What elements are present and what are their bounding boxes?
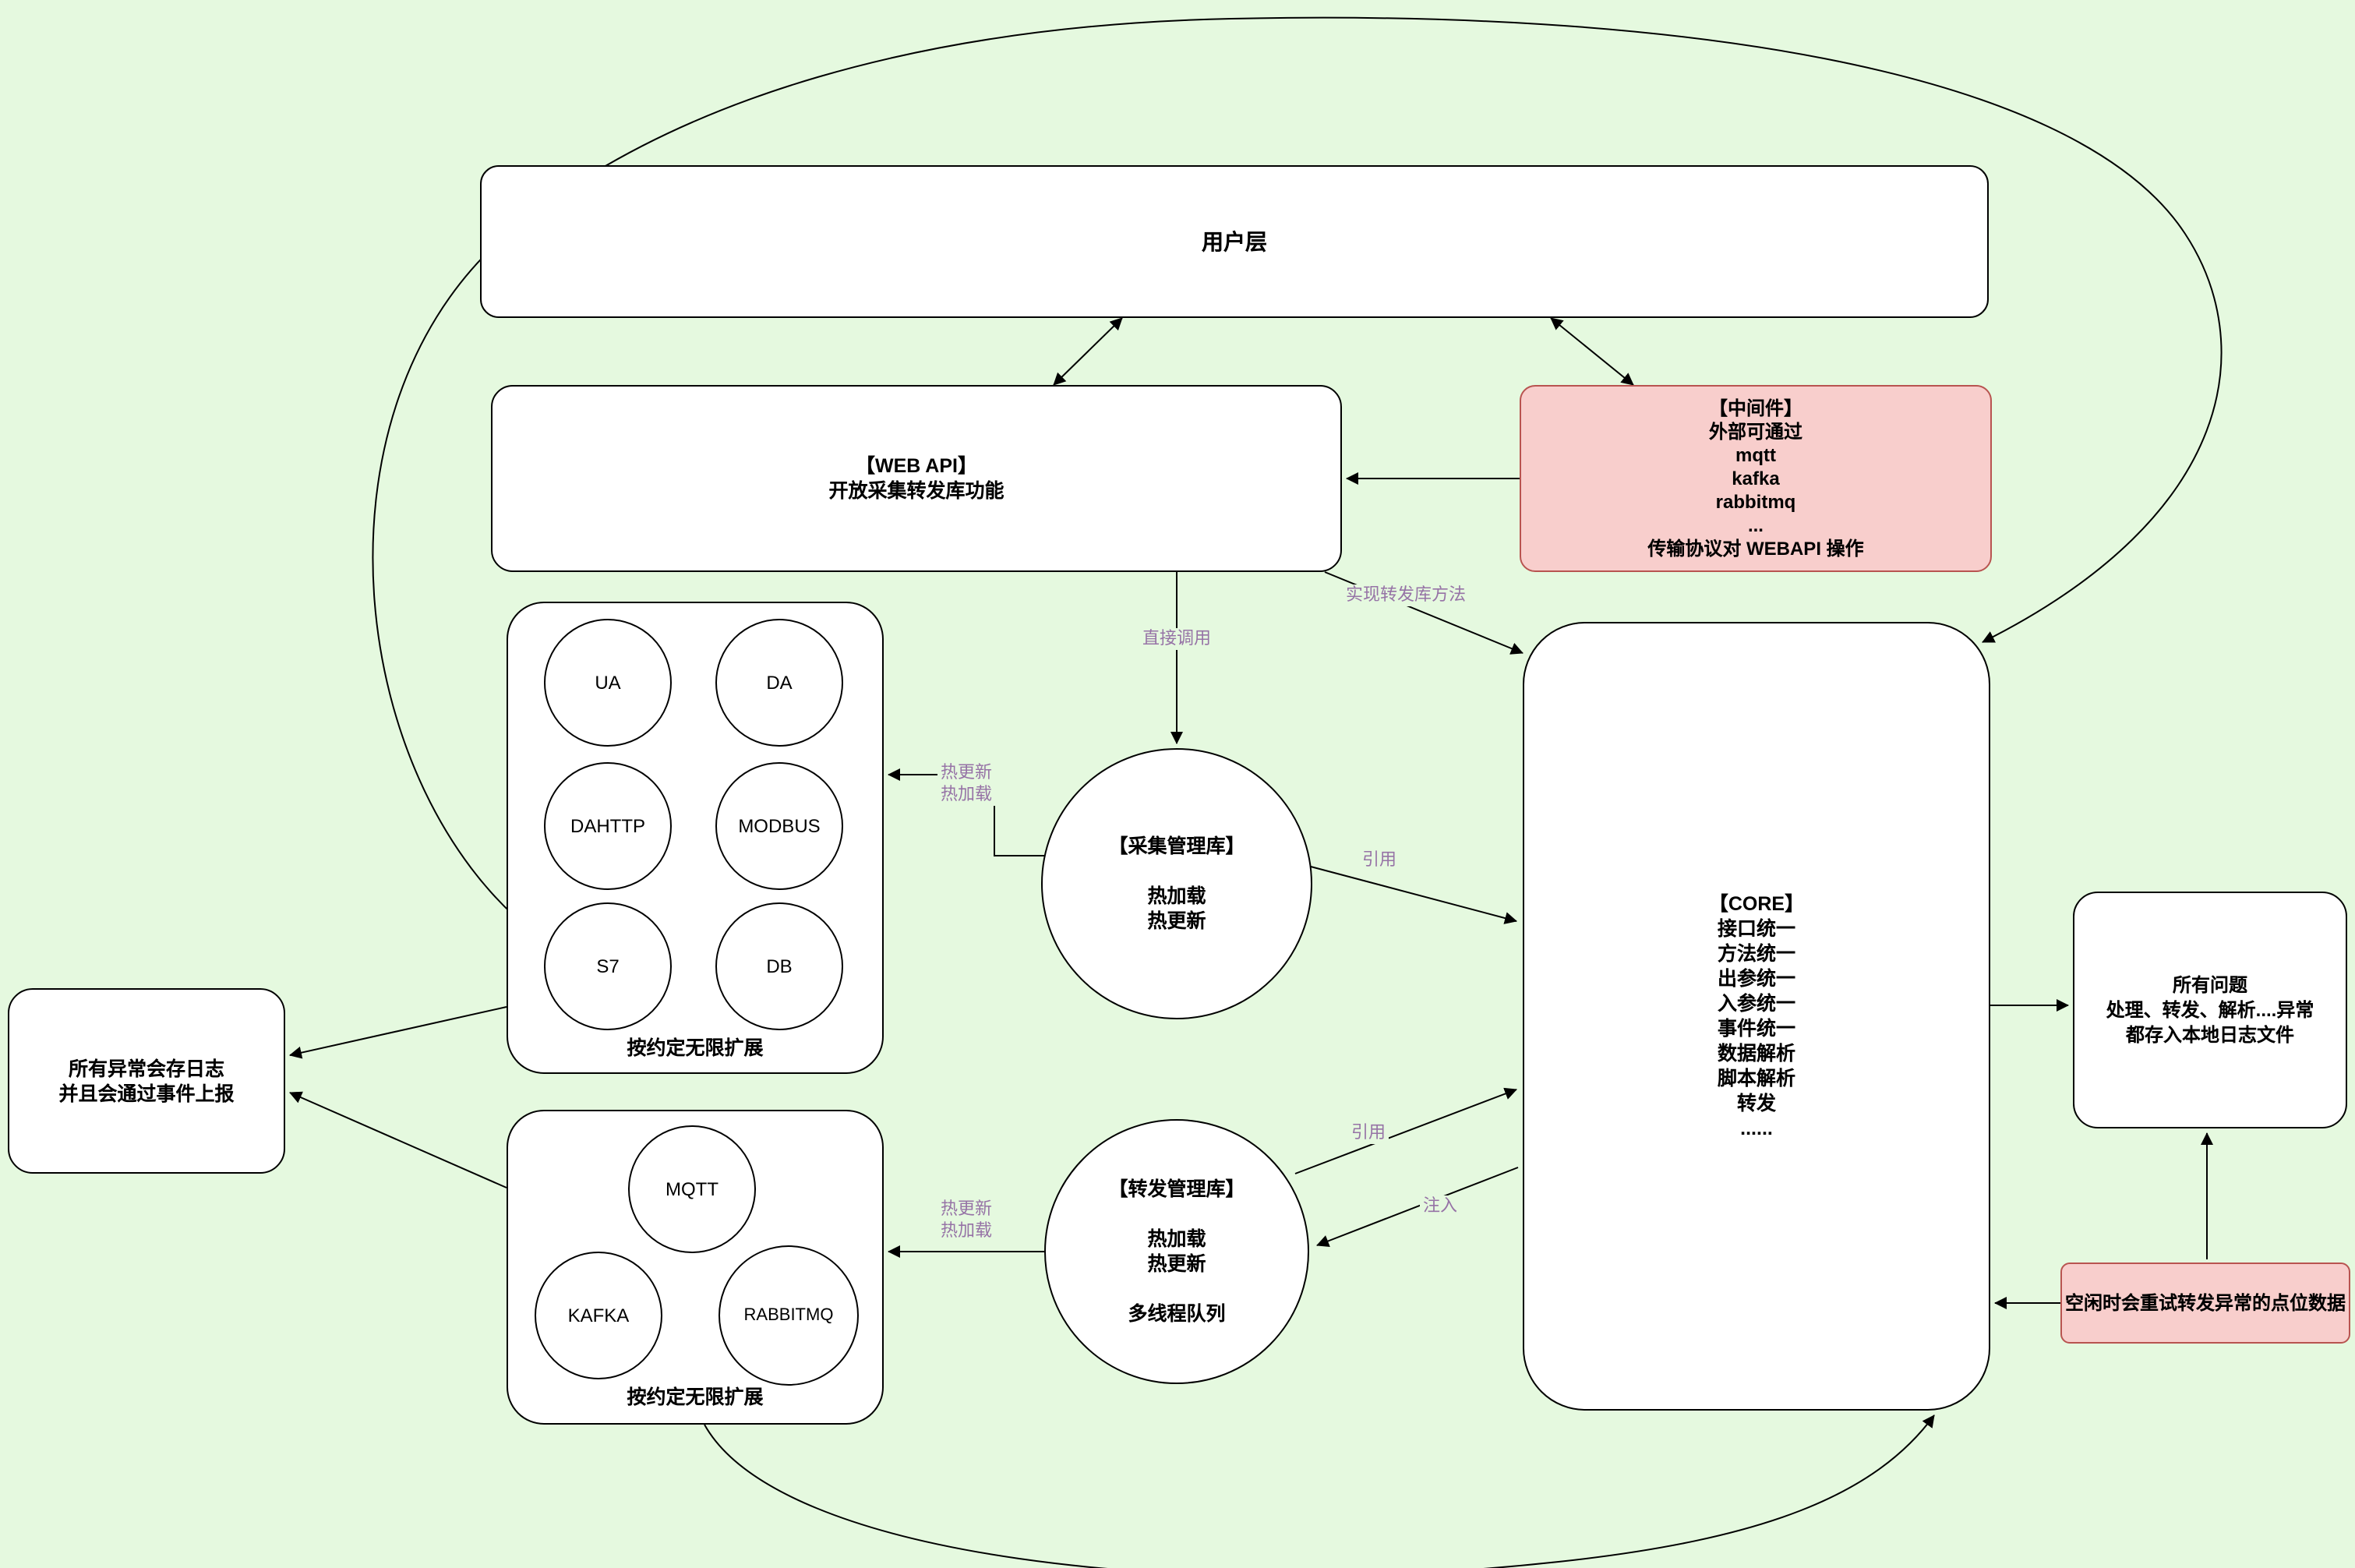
arrow-forwardlib-core (1294, 1087, 1517, 1174)
plugin-label: RABBITMQ (743, 1306, 834, 1325)
plugin-circle-db: DB (715, 902, 843, 1030)
arrow-core-forwardlib (1316, 1167, 1519, 1248)
edge-label-ref-forward: 引用 (1348, 1122, 1389, 1144)
edge-label-hot-forward: 热更新 热加载 (937, 1199, 995, 1242)
core-line: 出参统一 (1717, 968, 1795, 990)
middleware-line: mqtt (1735, 443, 1776, 465)
plugin-label: KAFKA (567, 1305, 630, 1326)
plugin-circle-da: DA (715, 619, 843, 747)
forward-lib-line: 【转发管理库】 (1108, 1178, 1245, 1200)
edge-label-hot-collect: 热更新 热加载 (937, 762, 995, 806)
collect-lib-line: 【采集管理库】 (1108, 835, 1245, 857)
middleware-line: 传输协议对 WEBAPI 操作 (1647, 537, 1864, 559)
core-line: 【CORE】 (1708, 893, 1805, 915)
forward-lib-line: 热更新 (1147, 1253, 1206, 1275)
edge-label-hot-update-1: 热更新 (941, 764, 992, 782)
exception-log-node: 所有异常会存日志 并且会通过事件上报 (8, 988, 285, 1174)
plugin-label: DAHTTP (570, 815, 645, 837)
edge-label-hot-update-2: 热更新 (941, 1200, 992, 1219)
plugin-label: UA (595, 672, 621, 694)
arrow-loop-top-to-core (372, 16, 2223, 933)
forward-lib-node: 【转发管理库】 热加载 热更新 多线程队列 (1044, 1119, 1309, 1384)
collect-lib-node: 【采集管理库】 热加载 热更新 (1041, 748, 1312, 1019)
forwarder-group-caption: 按约定无限扩展 (627, 1386, 764, 1408)
middleware-line: ... (1747, 514, 1764, 535)
forward-lib-line: 热加载 (1147, 1228, 1206, 1250)
arrow-collectorgroup-leftlog (289, 1006, 507, 1059)
middleware-line: 外部可通过 (1708, 420, 1802, 442)
arrow-userlayer-middleware (1550, 317, 1634, 386)
core-line: 事件统一 (1717, 1018, 1795, 1040)
core-line: 入参统一 (1717, 993, 1795, 1015)
plugin-label: MQTT (666, 1178, 719, 1200)
web-api-node: 【WEB API】 开放采集转发库功能 (491, 385, 1342, 572)
edge-label-inject: 注入 (1420, 1195, 1460, 1217)
core-node: 【CORE】 接口统一 方法统一 出参统一 入参统一 事件统一 数据解析 脚本解… (1523, 622, 1990, 1411)
problem-log-line: 处理、转发、解析....异常 (2106, 999, 2314, 1021)
web-api-subtitle: 开放采集转发库功能 (828, 480, 1004, 502)
exception-log-line: 并且会通过事件上报 (58, 1082, 235, 1104)
core-line: ...... (1740, 1118, 1773, 1139)
edge-label-hot-load-2: 热加载 (941, 1222, 992, 1241)
middleware-line: 【中间件】 (1708, 397, 1802, 418)
plugin-label: DB (766, 955, 793, 977)
user-layer-node: 用户层 (480, 165, 1989, 318)
core-line: 数据解析 (1717, 1043, 1795, 1065)
edge-label-hot-load-1: 热加载 (941, 786, 992, 804)
plugin-label: S7 (596, 955, 620, 977)
core-line: 接口统一 (1717, 918, 1795, 940)
collector-group-caption: 按约定无限扩展 (627, 1037, 764, 1059)
problem-log-node: 所有问题 处理、转发、解析....异常 都存入本地日志文件 (2073, 892, 2347, 1128)
core-line: 方法统一 (1717, 943, 1795, 965)
plugin-circle-modbus: MODBUS (715, 762, 843, 890)
collect-lib-line: 热更新 (1147, 910, 1206, 932)
core-line: 脚本解析 (1717, 1068, 1795, 1089)
middleware-line: rabbitmq (1715, 490, 1796, 512)
plugin-circle-rabbitmq: RABBITMQ (719, 1245, 859, 1386)
edge-label-direct-call: 直接调用 (1139, 628, 1214, 650)
plugin-label: MODBUS (738, 815, 821, 837)
arrow-userlayer-webapi (1053, 317, 1123, 386)
plugin-circle-kafka: KAFKA (535, 1252, 662, 1379)
edge-label-ref-collect: 引用 (1359, 849, 1400, 871)
middleware-line: kafka (1732, 467, 1780, 489)
plugin-circle-ua: UA (544, 619, 672, 747)
middleware-node: 【中间件】 外部可通过 mqtt kafka rabbitmq ... 传输协议… (1520, 385, 1992, 572)
retry-text: 空闲时会重试转发异常的点位数据 (2065, 1292, 2346, 1314)
plugin-label: DA (766, 672, 793, 694)
user-layer-title: 用户层 (1202, 229, 1267, 254)
arrow-collectlib-core (1310, 866, 1517, 924)
edge-label-impl-forward: 实现转发库方法 (1343, 584, 1469, 606)
arrow-forwardergroup-leftlog (289, 1091, 507, 1188)
problem-log-line: 所有问题 (2172, 974, 2247, 996)
core-line: 转发 (1736, 1093, 1776, 1114)
arrow-loop-bottom-to-core (704, 1414, 1935, 1568)
plugin-circle-dahttp: DAHTTP (544, 762, 672, 890)
plugin-circle-mqtt: MQTT (628, 1125, 756, 1253)
forward-lib-line: 多线程队列 (1128, 1303, 1226, 1325)
collect-lib-line: 热加载 (1147, 885, 1206, 907)
retry-node: 空闲时会重试转发异常的点位数据 (2060, 1263, 2350, 1344)
exception-log-line: 所有异常会存日志 (68, 1058, 224, 1079)
problem-log-line: 都存入本地日志文件 (2125, 1024, 2294, 1046)
plugin-circle-s7: S7 (544, 902, 672, 1030)
web-api-title: 【WEB API】 (855, 455, 977, 477)
